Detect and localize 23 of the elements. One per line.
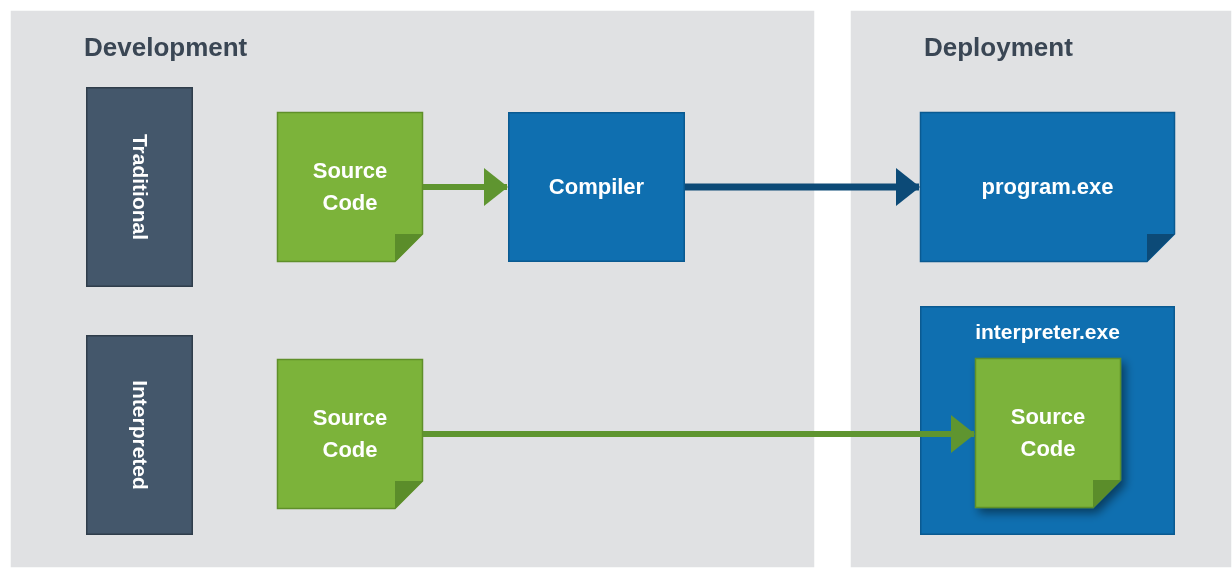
node-label: Source Code — [1009, 403, 1087, 463]
node-label: Source Code — [311, 157, 389, 217]
document-shape — [277, 359, 423, 509]
document-shape — [277, 112, 423, 262]
document-shape — [920, 112, 1175, 262]
node-label: Compiler — [547, 173, 646, 201]
arrow — [423, 168, 508, 206]
row-label-band — [86, 87, 193, 287]
section-heading: Development — [84, 32, 248, 63]
container-label: interpreter.exe — [974, 320, 1121, 344]
document-shape — [975, 358, 1121, 508]
container-box — [920, 306, 1175, 535]
row-label-band — [86, 335, 193, 535]
row-label: Interpreted — [127, 380, 152, 490]
node-label: program.exe — [980, 173, 1115, 201]
arrow — [685, 168, 920, 206]
section-heading: Deployment — [924, 32, 1073, 63]
node-label: Source Code — [311, 404, 389, 464]
process-box — [508, 112, 685, 262]
section-panel — [850, 10, 1232, 568]
row-label: Traditional — [127, 133, 152, 241]
section-panel — [10, 10, 815, 568]
arrow — [423, 415, 975, 453]
